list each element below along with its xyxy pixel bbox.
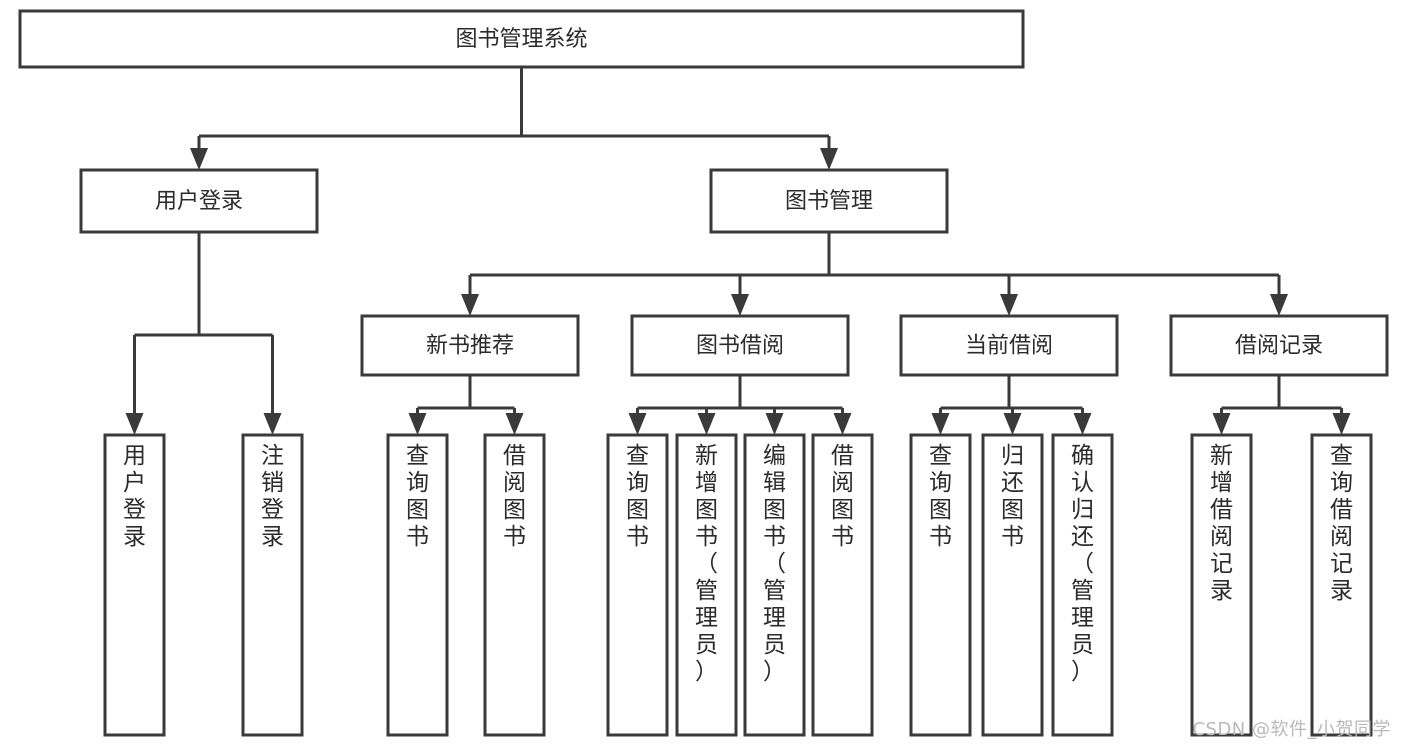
node-borrow-record[interactable]: 借阅记录 — [1169, 314, 1389, 377]
node-box — [79, 168, 319, 234]
node-box — [709, 168, 949, 234]
node-layer: 图书管理系统用户登录图书管理新书推荐图书借阅当前借阅借阅记录用户登录注销登录查询… — [18, 9, 1389, 737]
node-leaf-record-add[interactable]: 新增借阅记录 — [1190, 433, 1253, 737]
watermark-text: CSDN @软件_小贺同学 — [1192, 719, 1391, 740]
connector-recommend-to-leaves — [408, 375, 524, 435]
connector-bookmgmt-to-level2 — [461, 232, 1288, 316]
node-box — [483, 433, 546, 737]
node-label: 注销登录 — [261, 443, 284, 550]
node-leaf-borrow-borrow-book[interactable]: 借阅图书 — [811, 433, 874, 737]
node-box — [909, 433, 972, 737]
node-label: 图书借阅 — [696, 334, 784, 359]
node-box — [103, 433, 166, 737]
node-label: 编辑图书（管理员） — [763, 443, 786, 685]
node-user-login[interactable]: 用户登录 — [79, 168, 319, 234]
node-leaf-user-logout[interactable]: 注销登录 — [241, 433, 304, 737]
connector-root-to-level1 — [190, 67, 838, 170]
node-box — [360, 314, 580, 377]
node-box — [899, 314, 1119, 377]
node-box — [675, 433, 738, 737]
node-box — [18, 9, 1025, 69]
node-label: 查询图书 — [406, 443, 429, 550]
node-leaf-borrow-edit-book[interactable]: 编辑图书（管理员） — [743, 433, 806, 737]
node-label: 当前借阅 — [965, 334, 1053, 359]
node-current-borrow[interactable]: 当前借阅 — [899, 314, 1119, 377]
node-box — [1190, 433, 1253, 737]
node-label: 用户登录 — [123, 443, 146, 550]
node-box — [1051, 433, 1114, 737]
node-box — [386, 433, 449, 737]
node-leaf-recommend-borrow-book[interactable]: 借阅图书 — [483, 433, 546, 737]
node-label: 查询图书 — [626, 443, 649, 550]
node-leaf-current-return-book[interactable]: 归还图书 — [981, 433, 1044, 737]
node-root[interactable]: 图书管理系统 — [18, 9, 1025, 69]
node-box — [1169, 314, 1389, 377]
node-box — [981, 433, 1044, 737]
connector-layer — [125, 67, 1351, 435]
node-leaf-user-login[interactable]: 用户登录 — [103, 433, 166, 737]
node-label: 查询借阅记录 — [1330, 443, 1353, 604]
node-label: 图书管理 — [785, 189, 873, 214]
node-book-borrow[interactable]: 图书借阅 — [630, 314, 850, 377]
node-label: 新增图书（管理员） — [695, 443, 718, 685]
node-box — [606, 433, 669, 737]
node-leaf-borrow-add-book[interactable]: 新增图书（管理员） — [675, 433, 738, 737]
node-leaf-record-query[interactable]: 查询借阅记录 — [1310, 433, 1373, 737]
connector-current-to-leaves — [931, 375, 1092, 435]
node-leaf-current-confirm-return[interactable]: 确认归还（管理员） — [1051, 433, 1114, 737]
node-box — [811, 433, 874, 737]
node-label: 查询图书 — [929, 443, 952, 550]
node-leaf-borrow-query-book[interactable]: 查询图书 — [606, 433, 669, 737]
node-box — [743, 433, 806, 737]
node-new-book-recommend[interactable]: 新书推荐 — [360, 314, 580, 377]
node-label: 借阅记录 — [1235, 334, 1323, 359]
node-book-management[interactable]: 图书管理 — [709, 168, 949, 234]
node-box — [241, 433, 304, 737]
node-label: 新增借阅记录 — [1210, 443, 1233, 604]
node-label: 新书推荐 — [426, 334, 514, 359]
node-label: 归还图书 — [1001, 443, 1024, 550]
node-box — [630, 314, 850, 377]
node-label: 确认归还（管理员） — [1071, 443, 1094, 685]
node-label: 借阅图书 — [503, 443, 526, 550]
node-label: 用户登录 — [155, 189, 243, 214]
node-label: 图书管理系统 — [455, 27, 587, 52]
connector-userlogin-to-leaves — [125, 232, 282, 435]
node-label: 借阅图书 — [831, 443, 854, 550]
node-leaf-recommend-query-book[interactable]: 查询图书 — [386, 433, 449, 737]
connector-record-to-leaves — [1212, 375, 1351, 435]
node-leaf-current-query-book[interactable]: 查询图书 — [909, 433, 972, 737]
node-box — [1310, 433, 1373, 737]
connector-borrow-to-leaves — [628, 375, 852, 435]
